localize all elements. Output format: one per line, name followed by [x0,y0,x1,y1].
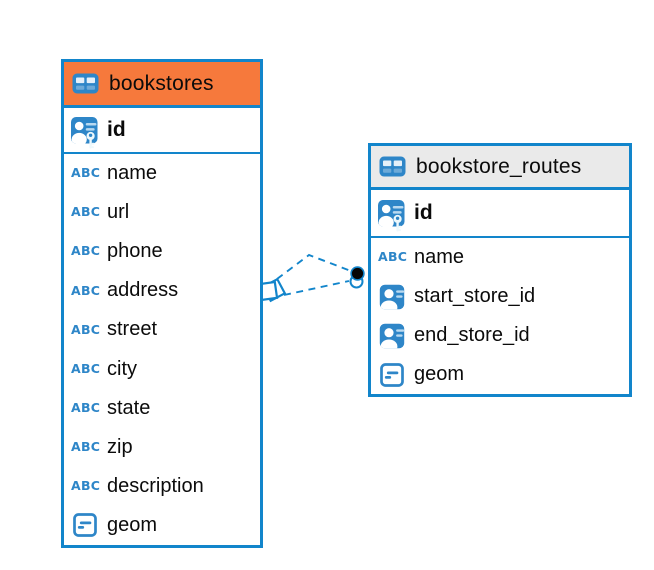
column-name-label: name [414,246,465,268]
column-row-zip[interactable]: ABC zip [64,428,260,467]
table-title: bookstore_routes [416,154,582,178]
column-name-label: url [107,201,130,224]
relationship-line-start-store[interactable] [276,253,352,280]
geometry-type-icon [70,513,99,537]
table-icon [71,73,100,94]
column-name-label: id [107,118,126,141]
column-name-label: zip [107,435,133,458]
column-name-label: geom [414,363,465,385]
column-row-id[interactable]: id [64,108,260,152]
table-bookstores[interactable]: bookstores id ABC name ABC url ABC phone… [61,59,263,548]
relationship-line-end-store[interactable] [283,280,350,296]
column-name-label: id [414,201,433,224]
column-name-label: state [107,396,151,419]
column-name-label: name [107,162,158,185]
table-icon [378,156,407,177]
column-row-street[interactable]: ABC street [64,310,260,349]
column-row-description[interactable]: ABC description [64,467,260,506]
table-header-bookstore-routes[interactable]: bookstore_routes [371,146,629,190]
column-name-label: address [107,279,179,302]
column-row-id[interactable]: id [371,190,629,236]
table-header-bookstores[interactable]: bookstores [64,62,260,108]
column-row-geom[interactable]: geom [371,355,629,394]
column-row-start-store-id[interactable]: start_store_id [371,277,629,316]
column-row-phone[interactable]: ABC phone [64,232,260,271]
column-name-label: city [107,357,137,380]
column-name-label: start_store_id [414,285,536,307]
text-type-icon: ABC [71,282,101,298]
text-type-icon: ABC [71,165,101,181]
text-type-icon: ABC [71,399,101,415]
text-type-icon: ABC [71,360,101,376]
column-name-label: phone [107,240,163,263]
text-type-icon: ABC [71,478,101,494]
one-end-dot-marker-front[interactable] [350,266,365,281]
column-row-end-store-id[interactable]: end_store_id [371,316,629,355]
column-name-label: end_store_id [414,324,530,346]
primary-key-section: id [64,108,260,154]
column-name-label: street [107,318,158,341]
geometry-type-icon [377,363,406,387]
text-type-icon: ABC [71,204,101,220]
foreign-key-icon [377,323,406,349]
column-row-name[interactable]: ABC name [64,154,260,193]
column-row-url[interactable]: ABC url [64,193,260,232]
primary-key-icon [70,110,99,150]
table-title: bookstores [109,71,214,95]
column-row-city[interactable]: ABC city [64,349,260,388]
column-row-geom[interactable]: geom [64,506,260,545]
text-type-icon: ABC [71,321,101,337]
column-row-name[interactable]: ABC name [371,238,629,277]
primary-key-icon [377,193,406,233]
text-type-icon: ABC [71,243,101,259]
table-bookstore-routes[interactable]: bookstore_routes id ABC name start_store… [368,143,632,397]
text-type-icon: ABC [71,438,101,454]
column-row-address[interactable]: ABC address [64,271,260,310]
primary-key-section: id [371,190,629,238]
column-name-label: description [107,474,204,497]
column-name-label: geom [107,513,158,536]
text-type-icon: ABC [378,249,408,265]
column-row-state[interactable]: ABC state [64,389,260,428]
foreign-key-icon [377,284,406,310]
